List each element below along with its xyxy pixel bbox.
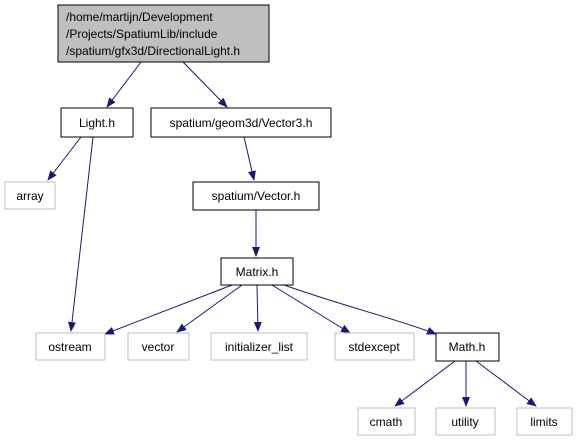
edge-root-to-light bbox=[106, 61, 142, 108]
node-light-h[interactable]: Light.h bbox=[60, 107, 134, 138]
node-label: limits bbox=[530, 415, 557, 429]
edge-root-to-vector3 bbox=[182, 61, 228, 108]
edge-matrix-to-stdexcept bbox=[271, 284, 351, 334]
node-utility[interactable]: utility bbox=[435, 407, 496, 436]
node-stdexcept[interactable]: stdexcept bbox=[334, 332, 415, 361]
root-path-line-2: /Projects/SpatiumLib/include bbox=[66, 27, 218, 41]
node-cmath[interactable]: cmath bbox=[357, 407, 416, 436]
node-initializer-list[interactable]: initializer_list bbox=[210, 332, 308, 361]
node-label: ostream bbox=[48, 340, 91, 354]
node-label: spatium/Vector.h bbox=[212, 189, 301, 203]
node-math-h[interactable]: Math.h bbox=[435, 332, 500, 362]
edge-matrix-to-ostream bbox=[104, 284, 233, 335]
node-label: Math.h bbox=[449, 340, 486, 354]
edge-light-to-ostream bbox=[68, 136, 94, 332]
node-matrix-h[interactable]: Matrix.h bbox=[220, 257, 294, 286]
root-path-line-3: /spatium/gfx3d/DirectionalLight.h bbox=[66, 44, 240, 58]
edge-math-to-cmath bbox=[394, 360, 456, 407]
node-ostream[interactable]: ostream bbox=[35, 332, 106, 361]
node-label: utility bbox=[451, 415, 478, 429]
node-label: spatium/geom3d/Vector3.h bbox=[170, 116, 313, 130]
edge-vector3-to-vector-h bbox=[243, 136, 256, 181]
node-limits[interactable]: limits bbox=[516, 407, 573, 436]
node-vector-h[interactable]: spatium/Vector.h bbox=[192, 181, 320, 211]
root-path-line-1: /home/martijn/Development bbox=[66, 10, 213, 24]
node-label: Matrix.h bbox=[236, 265, 279, 279]
node-label: array bbox=[16, 189, 43, 203]
node-root-directional-light[interactable]: /home/martijn/Development /Projects/Spat… bbox=[57, 4, 270, 63]
edge-light-to-array bbox=[47, 136, 82, 181]
node-label: Light.h bbox=[79, 116, 115, 130]
node-vector[interactable]: vector bbox=[127, 332, 190, 361]
node-label: initializer_list bbox=[225, 340, 294, 354]
node-label: cmath bbox=[370, 415, 403, 429]
edges bbox=[47, 61, 537, 407]
node-vector3-h[interactable]: spatium/geom3d/Vector3.h bbox=[150, 107, 332, 138]
edge-math-to-limits bbox=[475, 360, 537, 407]
edge-matrix-to-math bbox=[283, 284, 437, 335]
node-label: stdexcept bbox=[348, 340, 400, 354]
edge-matrix-to-vector bbox=[176, 284, 243, 333]
node-label: vector bbox=[142, 340, 175, 354]
node-array[interactable]: array bbox=[4, 181, 56, 210]
edge-matrix-to-initializer-list bbox=[253, 284, 262, 332]
